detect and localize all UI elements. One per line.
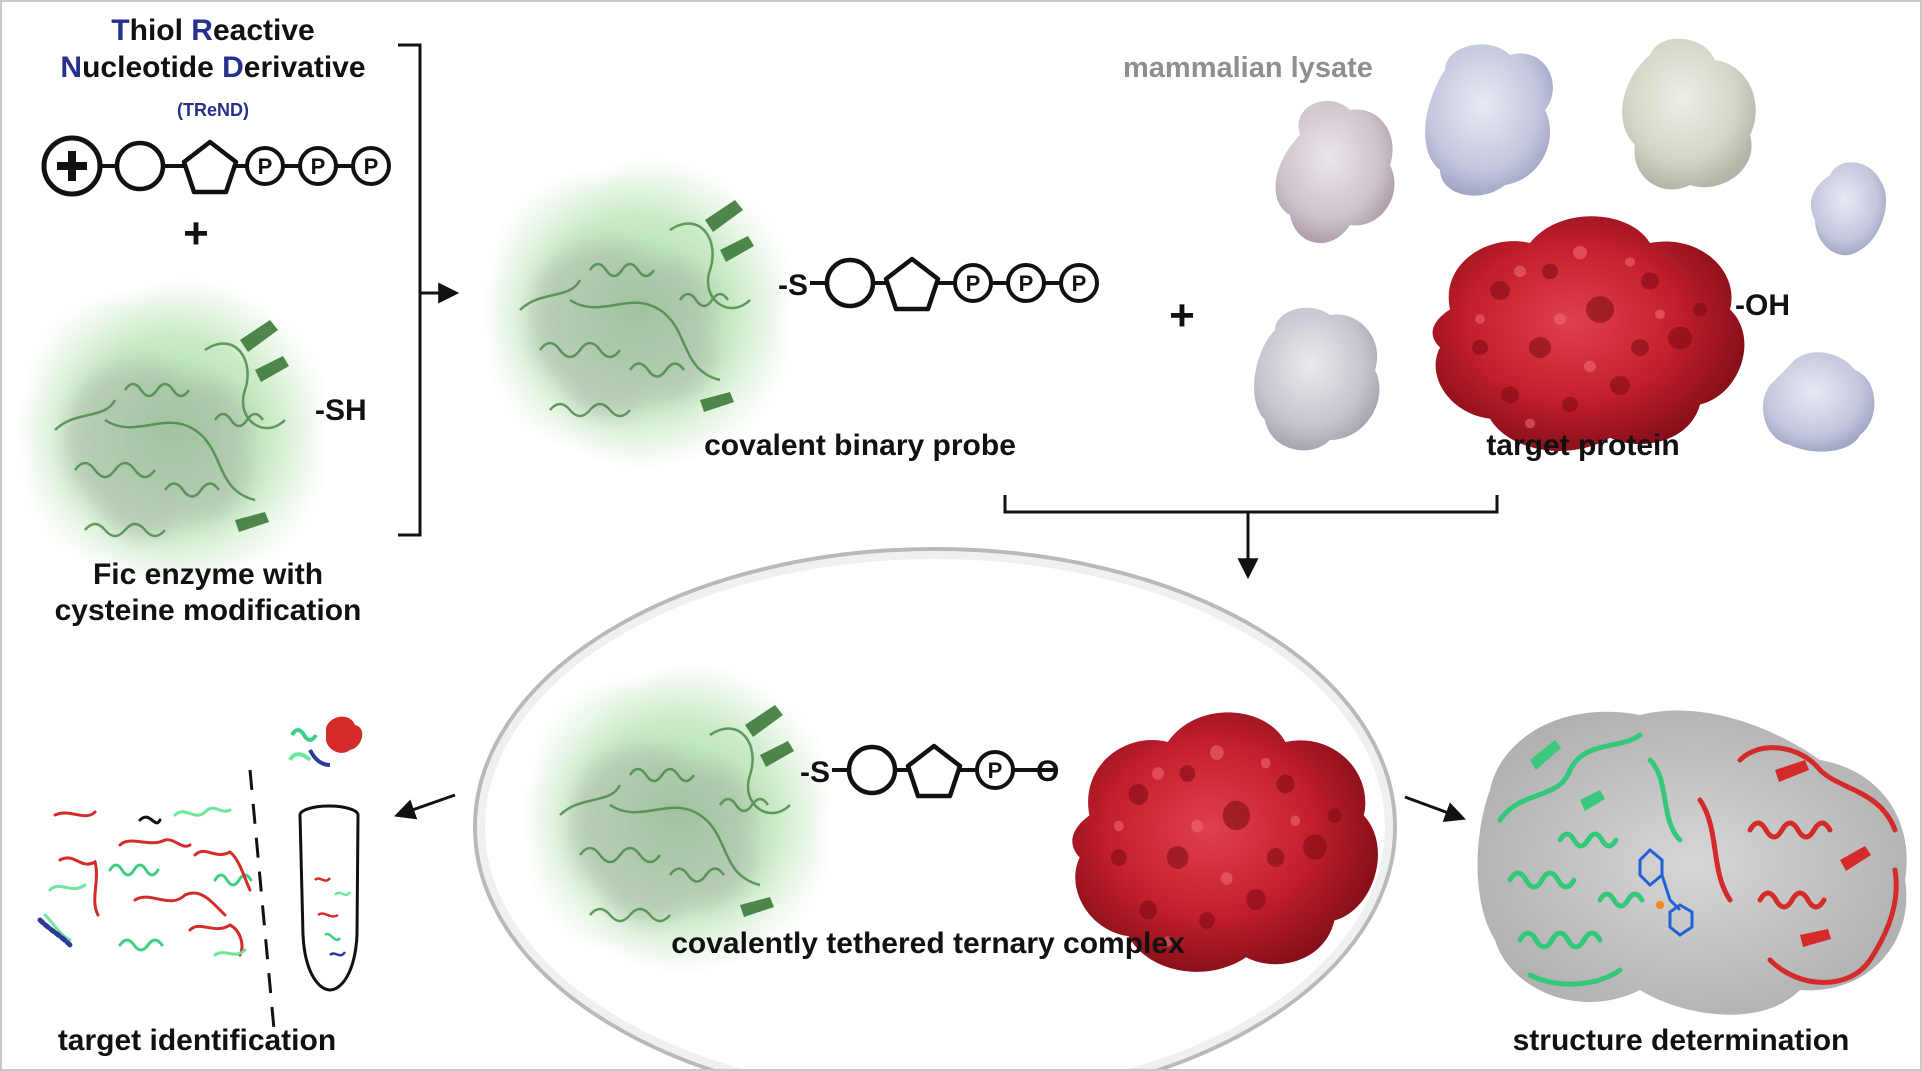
svg-text:P: P [311, 154, 326, 179]
title-text-segment: erivative [244, 51, 366, 84]
phosphate-icon: P [1059, 263, 1099, 303]
ribose-pentagon-icon [184, 142, 236, 192]
trend-abbreviation: (TReND) [177, 100, 249, 120]
phosphate-icon: P [351, 146, 391, 186]
fic-enzyme-structure [21, 283, 323, 583]
ribose-pentagon-icon [886, 259, 938, 309]
trend-title-line1: Thiol Reactive [111, 14, 314, 47]
svg-text:-S: -S [778, 269, 808, 302]
svg-text:P: P [1072, 271, 1087, 296]
fic-label-line2: cysteine modification [55, 594, 362, 627]
base-ring-icon [827, 260, 873, 306]
svg-text:P: P [364, 154, 379, 179]
trend-molecule: P P P [41, 135, 391, 197]
lysate-label: mammalian lysate [1123, 52, 1373, 84]
hydroxyl-group-label: -OH [1735, 289, 1790, 322]
ternary-complex-label: covalently tethered ternary complex [671, 927, 1185, 960]
plus-sign: + [183, 209, 209, 258]
complex-crystal-structure [1477, 710, 1907, 1015]
binary-probe-enzyme [486, 163, 788, 463]
svg-text:P: P [1019, 271, 1034, 296]
svg-text:P: P [966, 271, 981, 296]
phosphate-icon: P [1006, 263, 1046, 303]
title-highlight-letter: N [60, 51, 82, 84]
peptide-fragments [37, 806, 253, 957]
svg-text:P: P [258, 154, 273, 179]
target-protein-structure [1432, 216, 1745, 451]
lysate-protein [1425, 44, 1553, 196]
phosphate-icon: P [975, 750, 1015, 790]
binary-probe-molecule: -S P P P [778, 259, 1099, 309]
dashed-divider [248, 769, 277, 1041]
bracket-icon [398, 43, 422, 537]
ternary-enzyme [526, 668, 828, 968]
title-text-segment: ucleotide [82, 51, 222, 84]
trend-title-line2: Nucleotide Derivative [60, 51, 365, 84]
binary-probe-label: covalent binary probe [704, 429, 1016, 462]
lysate-proteins [1254, 38, 1887, 452]
base-ring-icon [849, 747, 895, 793]
phosphate-icon: P [245, 146, 285, 186]
title-highlight-letter: D [222, 51, 244, 84]
title-text-segment: eactive [213, 14, 315, 47]
phosphate-icon: P [953, 263, 993, 303]
base-ring-icon [117, 143, 163, 189]
lysate-protein [1762, 352, 1875, 452]
phosphate-icon: P [298, 146, 338, 186]
arrow-icon [394, 793, 456, 820]
title-highlight-letter: T [111, 14, 129, 47]
released-complex-icon [288, 716, 363, 767]
thiol-group-label: -SH [315, 394, 367, 427]
fic-label-line1: Fic enzyme with [93, 558, 323, 591]
tube-icon [298, 804, 360, 992]
cationic-charge-icon [41, 135, 103, 197]
title-highlight-letter: R [191, 14, 213, 47]
target-protein-label: target protein [1486, 429, 1679, 462]
lysate-protein [1622, 38, 1756, 190]
svg-text:P: P [988, 758, 1003, 783]
svg-text:-S: -S [800, 756, 830, 789]
ternary-linker-molecule: -S P O [800, 746, 1059, 796]
arrow-icon [1404, 795, 1466, 823]
target-identification-label: target identification [58, 1024, 336, 1057]
merge-bracket-icon [1003, 495, 1499, 514]
title-text-segment: hiol [130, 14, 192, 47]
lysate-protein [1275, 100, 1395, 244]
plus-sign: + [1169, 291, 1195, 340]
structure-determination-label: structure determination [1513, 1024, 1850, 1057]
svg-text:O: O [1036, 755, 1059, 788]
lysate-protein [1254, 307, 1380, 451]
lysate-protein [1810, 162, 1887, 256]
